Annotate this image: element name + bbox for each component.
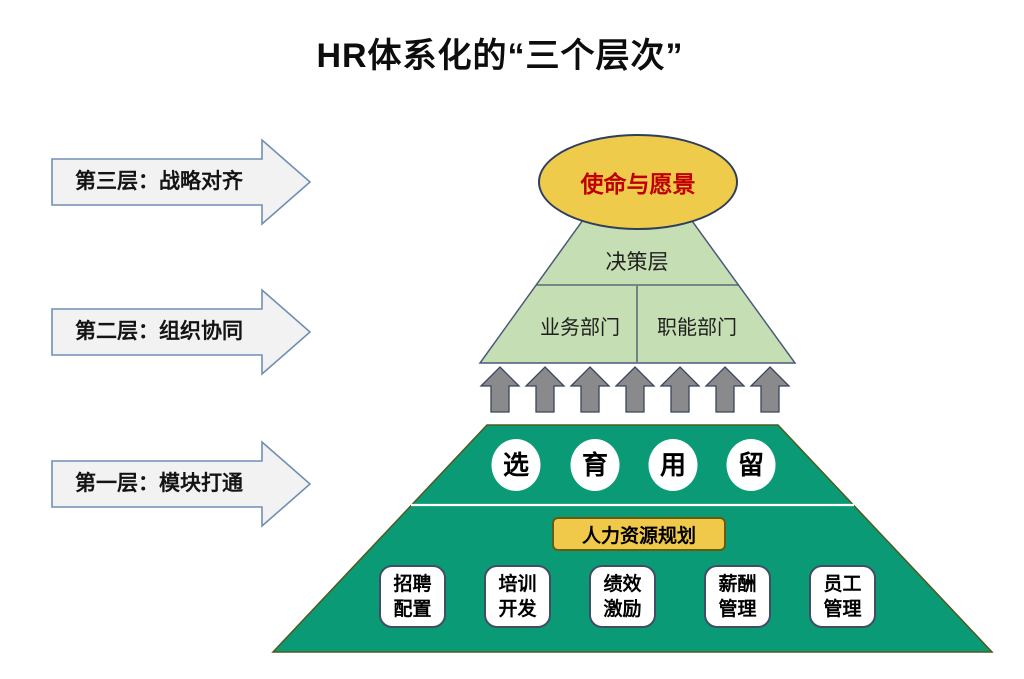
business-dept-label: 业务部门 xyxy=(540,317,620,339)
module-box-line1: 培训 xyxy=(498,573,537,595)
module-box-compensation: 薪酬 管理 xyxy=(704,565,771,628)
up-arrow-1 xyxy=(479,366,521,413)
circle-use-shape xyxy=(648,439,698,491)
module-box-line2: 开发 xyxy=(498,598,537,620)
up-arrow-2 xyxy=(524,366,566,413)
module-box-performance: 绩效 激励 xyxy=(589,565,656,628)
module-box-line2: 管理 xyxy=(823,598,862,620)
circle-use-label: 用 xyxy=(659,450,686,480)
module-box-line1: 员工 xyxy=(823,573,862,595)
module-box-line2: 配置 xyxy=(393,598,432,620)
circle-retain-label: 留 xyxy=(737,450,764,480)
mission-vision-ellipse: 使命与愿景 xyxy=(538,134,738,230)
module-box-line2: 激励 xyxy=(603,598,642,620)
up-arrow-6 xyxy=(704,366,746,413)
diagram-title: HR体系化的“三个层次” xyxy=(316,37,684,75)
module-box-line1: 绩效 xyxy=(603,573,642,595)
module-box-line1: 薪酬 xyxy=(718,573,757,595)
circle-cultivate-label: 育 xyxy=(581,450,608,480)
circle-cultivate-shape xyxy=(570,439,620,491)
functional-dept-label: 职能部门 xyxy=(657,317,737,339)
level-2-callout-arrow xyxy=(51,288,312,376)
module-box-training: 培训 开发 xyxy=(484,565,551,628)
level-2-label: 第二层：组织协同 xyxy=(75,320,243,343)
up-arrow-5 xyxy=(659,366,701,413)
module-box-line1: 招聘 xyxy=(393,573,432,595)
hr-planning-label: 人力资源规划 xyxy=(581,525,696,547)
up-arrow-3 xyxy=(569,366,611,413)
module-box-line2: 管理 xyxy=(718,598,757,620)
level-1-label: 第一层：模块打通 xyxy=(75,472,243,495)
module-box-recruitment: 招聘 配置 xyxy=(379,565,446,628)
module-box-employee: 员工 管理 xyxy=(809,565,876,628)
level-3-callout-arrow xyxy=(51,138,312,226)
circle-select-label: 选 xyxy=(502,450,529,480)
up-arrow-7 xyxy=(749,366,791,413)
mission-vision-label: 使命与愿景 xyxy=(580,171,696,197)
up-arrow-4 xyxy=(614,366,656,413)
circle-retain-shape xyxy=(726,439,776,491)
organization-triangle xyxy=(478,143,797,364)
decision-layer-label: 决策层 xyxy=(605,251,669,274)
level-3-label: 第三层：战略对齐 xyxy=(75,170,243,193)
hr-planning-box: 人力资源规划 xyxy=(552,517,726,551)
level-1-callout-arrow xyxy=(51,440,312,528)
circle-select-shape xyxy=(491,439,541,491)
